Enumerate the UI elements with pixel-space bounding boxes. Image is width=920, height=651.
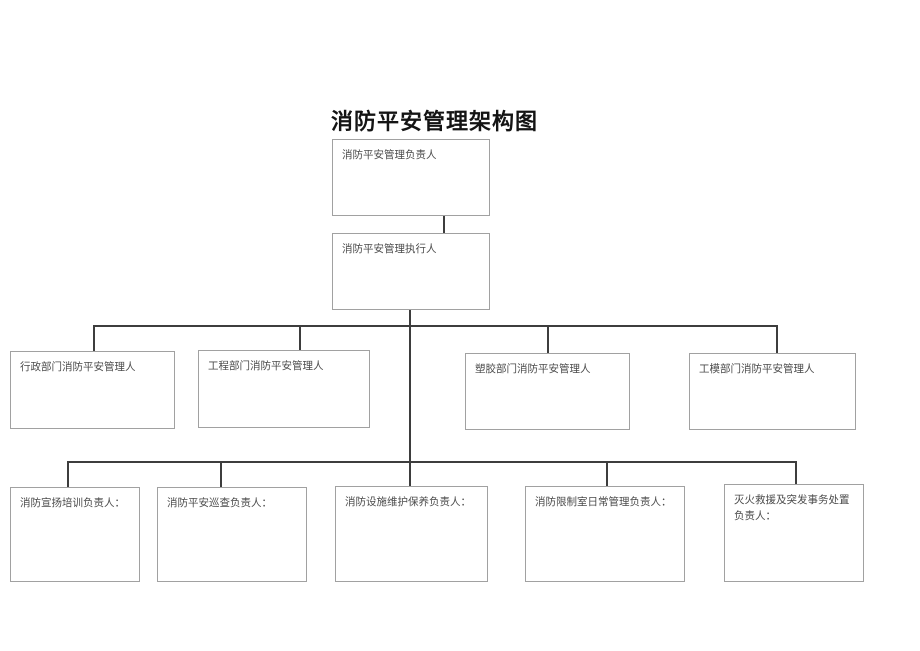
org-node-duty-patrol-label: 消防平安巡查负责人：	[167, 497, 272, 509]
org-node-duty-training: 消防宣扬培训负责人：	[10, 487, 140, 582]
connector-drop-duty-control-room	[606, 461, 608, 487]
connector-drop-duty-patrol	[220, 461, 222, 488]
org-node-dept-plastics: 塑胶部门消防平安管理人	[465, 353, 630, 430]
org-node-dept-tooling: 工模部门消防平安管理人	[689, 353, 856, 430]
org-node-manager: 消防平安管理负责人	[332, 139, 490, 216]
org-node-executor-label: 消防平安管理执行人	[342, 243, 437, 255]
org-node-duty-control-room-label: 消防限制室日常管理负责人：	[535, 496, 672, 508]
org-node-duty-patrol: 消防平安巡查负责人：	[157, 487, 307, 582]
org-node-dept-admin: 行政部门消防平安管理人	[10, 351, 175, 429]
connector-dept-row-horizontal	[93, 325, 778, 327]
chart-title: 消防平安管理架构图	[331, 109, 539, 134]
org-node-duty-rescue: 灭火救援及突发事务处置负责人：	[724, 484, 864, 582]
org-node-dept-engineering: 工程部门消防平安管理人	[198, 350, 370, 428]
connector-manager-executor	[443, 215, 445, 234]
org-node-dept-admin-label: 行政部门消防平安管理人	[20, 361, 136, 373]
org-node-duty-maintenance-label: 消防设施维护保养负责人：	[345, 496, 471, 508]
connector-drop-duty-rescue	[795, 461, 797, 485]
org-node-duty-training-label: 消防宣扬培训负责人：	[20, 497, 125, 509]
org-node-manager-label: 消防平安管理负责人	[342, 149, 437, 161]
connector-duty-row-horizontal	[67, 461, 797, 463]
org-node-dept-plastics-label: 塑胶部门消防平安管理人	[475, 363, 591, 375]
org-node-duty-rescue-label: 灭火救援及突发事务处置负责人：	[734, 494, 850, 523]
org-node-executor: 消防平安管理执行人	[332, 233, 490, 310]
connector-drop-dept-engineering	[299, 325, 301, 351]
org-node-dept-tooling-label: 工模部门消防平安管理人	[699, 363, 815, 375]
org-node-duty-maintenance: 消防设施维护保养负责人：	[335, 486, 488, 582]
connector-drop-dept-tooling	[776, 325, 778, 354]
connector-executor-trunk	[409, 309, 411, 487]
connector-drop-dept-plastics	[547, 325, 549, 354]
org-node-duty-control-room: 消防限制室日常管理负责人：	[525, 486, 685, 582]
org-node-dept-engineering-label: 工程部门消防平安管理人	[208, 360, 324, 372]
connector-drop-dept-admin	[93, 325, 95, 352]
connector-drop-duty-training	[67, 461, 69, 488]
